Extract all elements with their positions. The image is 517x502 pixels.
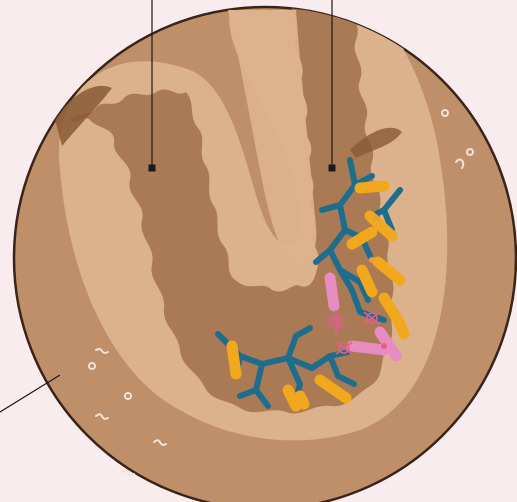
callout-line-tissue [0,375,60,412]
callout-dot-colony [329,165,336,172]
callout-dot-lumen [149,165,156,172]
